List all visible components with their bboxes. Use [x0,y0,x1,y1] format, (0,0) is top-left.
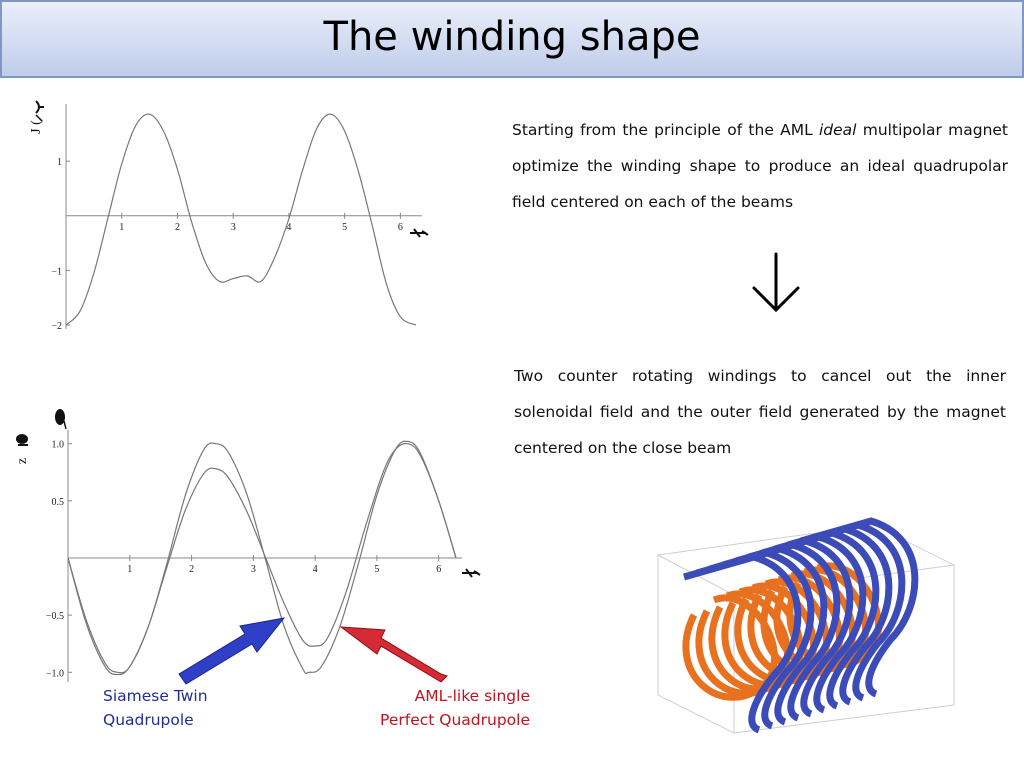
coil-blue-turn [787,521,906,702]
chart1-ylabel-glyph-icon [35,100,44,122]
x-tick-label: 4 [313,564,318,575]
x-tick-label: 3 [231,222,236,233]
paragraph-principle-part1: Starting from the principle of the AML [512,121,819,139]
y-tick-label: −2 [51,321,62,332]
down-arrow-icon [752,252,800,313]
coil-blue-turn [761,529,880,710]
y-tick-label: 1 [57,157,62,168]
x-tick-label: 1 [119,222,124,233]
coil-blue-turn [683,553,802,734]
x-tick-label: 6 [398,222,403,233]
chart2-xlabel-glyph-icon [462,568,481,578]
chart2-ylabel-glyph-icon [16,434,28,446]
chart2-series [67,440,457,676]
chart1-series [65,113,417,326]
x-tick-label: 6 [436,564,441,575]
chart1-xlabel-glyph-icon [410,228,429,238]
y-tick-label: −1 [51,266,62,277]
y-tick-label: −0.5 [46,611,64,622]
coil-3d-image [657,517,955,734]
title-bar: The winding shape [0,0,1024,78]
series-line-1 [67,440,457,675]
slide-title: The winding shape [323,14,701,60]
x-tick-label: 4 [286,222,291,233]
x-tick-label: 5 [342,222,347,233]
series-line-1 [65,113,417,326]
chart2-axes: 1 2 3 4 5 6 1.0 0.5 −0.5 −1.0 [46,430,462,682]
series-line-2 [67,442,457,676]
current-density-chart: 1 2 3 4 5 6 1 −1 −2 J ( [29,100,429,332]
caption-siamese-line1: Siamese Twin [103,687,208,705]
paragraph-principle-italic: ideal [819,121,857,139]
paragraph-principle-part2: multipolar magnet optimize the winding s… [512,121,1009,211]
caption-aml-line1: AML-like single [414,687,530,705]
caption-siamese-twin: Siamese Twin Quadrupole [103,684,208,732]
caption-aml-line2: Perfect Quadrupole [380,711,530,729]
x-tick-label: 3 [251,564,256,575]
coil-blue-winding [683,517,919,734]
paragraph-counter-rotating: Two counter rotating windings to cancel … [514,367,1006,457]
coil-blue-turn [748,533,867,714]
x-tick-label: 2 [189,564,194,575]
coil-blue-turn [709,545,828,726]
coil-blue-turn [800,517,919,698]
chart1-axes: 1 2 3 4 5 6 1 −1 −2 [51,104,422,332]
coil-blue-turn [722,541,841,722]
y-tick-label: −1.0 [46,668,64,679]
caption-siamese-line2: Quadrupole [103,711,194,729]
chart2-top-glyph-icon [55,409,67,430]
coil-blue-turn [735,537,854,718]
coil-blue-turn [774,525,893,706]
paragraph-principle: Starting from the principle of the AML i… [512,112,1008,220]
chart1-ylabel: J ( [29,120,44,134]
caption-aml-single: AML-like single Perfect Quadrupole [362,684,530,732]
coil-blue-turn [696,549,815,730]
x-tick-label: 1 [127,564,132,575]
y-tick-label: 1.0 [52,440,65,451]
x-tick-label: 5 [374,564,379,575]
winding-z-chart: 1 2 3 4 5 6 1.0 0.5 −0.5 −1.0 z [15,409,481,682]
x-tick-label: 2 [175,222,180,233]
chart2-ylabel: z [15,458,30,464]
y-tick-label: 0.5 [52,497,65,508]
